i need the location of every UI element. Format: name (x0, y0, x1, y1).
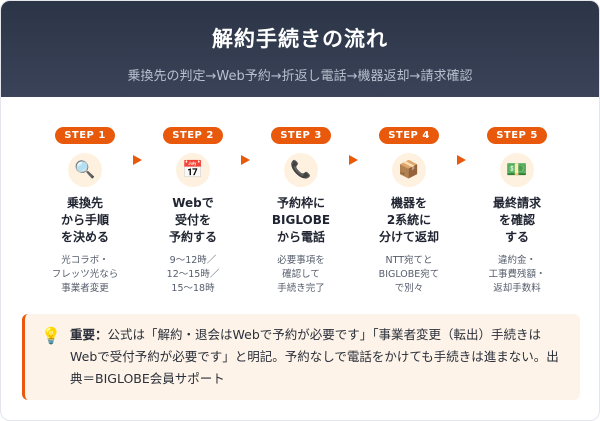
note-label: 重要： (70, 327, 108, 342)
page-subtitle: 乗換先の判定→Web予約→折返し電話→機器返却→請求確認 (127, 69, 473, 84)
step-title: 機器を 2系統に 分けて返却 (378, 196, 439, 244)
step-desc: 必要事項を 確認して 手続き完了 (277, 255, 325, 294)
arrow-right-icon (133, 155, 142, 165)
step-4: STEP 4 📦 機器を 2系統に 分けて返却 NTT宛てと BIGLOBE宛て… (359, 123, 459, 296)
step-title: 乗換先 から手順 を決める (60, 196, 109, 244)
arrow-right-icon (241, 155, 250, 165)
step-2: STEP 2 📅 Webで 受付を 予約する 9〜12時／ 12〜15時／ 15… (143, 123, 243, 296)
step-badge: STEP 5 (487, 127, 547, 144)
magnifier-icon: 🔍 (68, 153, 102, 187)
note-text: 重要：公式は「解約・退会はWebで予約が必要です」「事業者変更（転出）手続きはW… (70, 324, 566, 390)
step-1: STEP 1 🔍 乗換先 から手順 を決める 光コラボ・ フレッツ光なら 事業者… (35, 123, 135, 296)
step-badge: STEP 3 (271, 127, 331, 144)
arrow-right-icon (457, 155, 466, 165)
step-title: 最終請求 を確認 する (492, 196, 541, 244)
step-desc: 光コラボ・ フレッツ光なら 事業者変更 (51, 255, 119, 294)
step-desc: 9〜12時／ 12〜15時／ 15〜18時 (166, 255, 220, 294)
step-title: Webで 受付を 予約する (168, 196, 217, 244)
step-5: STEP 5 💵 最終請求 を確認 する 違約金・ 工事費残額・ 返却手数料 (467, 123, 567, 296)
arrow-right-icon (349, 155, 358, 165)
step-badge: STEP 4 (379, 127, 439, 144)
page-title: 解約手続きの流れ (212, 27, 388, 51)
note-body: 公式は「解約・退会はWebで予約が必要です」「事業者変更（転出）手続きはWebで… (70, 327, 559, 386)
step-desc: 違約金・ 工事費残額・ 返却手数料 (488, 255, 546, 294)
phone-icon: 📞 (284, 153, 318, 187)
header: 解約手続きの流れ 乗換先の判定→Web予約→折返し電話→機器返却→請求確認 (1, 1, 599, 97)
step-badge: STEP 1 (55, 127, 115, 144)
lightbulb-icon: 💡 (41, 326, 61, 345)
money-icon: 💵 (500, 153, 534, 187)
package-icon: 📦 (392, 153, 426, 187)
step-title: 予約枠に BIGLOBE から電話 (271, 196, 331, 244)
steps-row: STEP 1 🔍 乗換先 から手順 を決める 光コラボ・ フレッツ光なら 事業者… (1, 123, 599, 303)
step-badge: STEP 2 (163, 127, 223, 144)
step-3: STEP 3 📞 予約枠に BIGLOBE から電話 必要事項を 確認して 手続… (251, 123, 351, 296)
calendar-icon: 📅 (176, 153, 210, 187)
step-desc: NTT宛てと BIGLOBE宛て で別々 (378, 255, 440, 294)
important-note: 💡 重要：公式は「解約・退会はWebで予約が必要です」「事業者変更（転出）手続き… (22, 314, 580, 400)
